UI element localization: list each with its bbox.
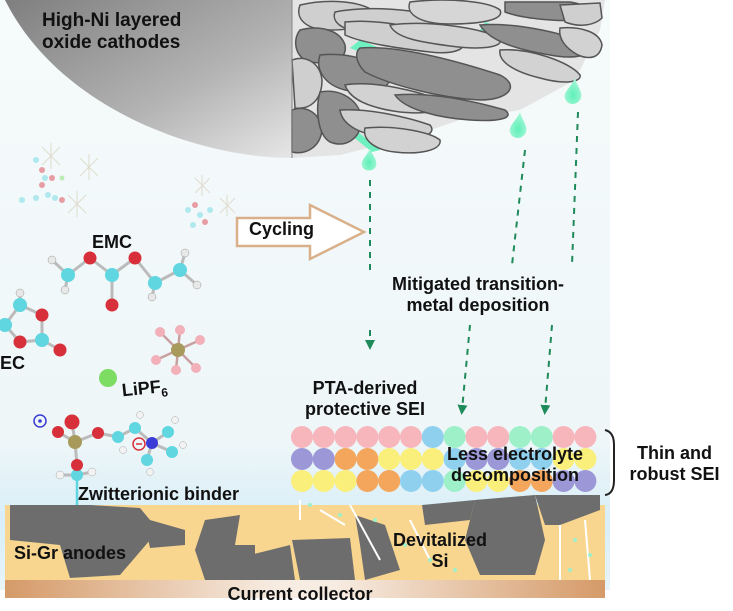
zwitterionic-binder-molecule xyxy=(33,411,187,505)
ec-label: EC xyxy=(0,353,26,373)
ec-molecule xyxy=(0,288,67,357)
sei-particle xyxy=(443,426,466,448)
tm-migration-arrows xyxy=(365,111,579,415)
cathode-label-line2: oxide cathodes xyxy=(42,31,181,53)
pta-sei-line1: PTA-derived xyxy=(312,378,418,398)
sei-particle xyxy=(509,470,531,492)
cathode-bulk xyxy=(5,0,292,158)
sei-particle xyxy=(552,426,575,448)
sei-particle xyxy=(334,470,357,492)
sei-particle xyxy=(509,448,531,470)
sei-particle xyxy=(312,426,335,448)
devitalized-line1: Devitalized xyxy=(392,530,488,550)
anode-label: Si-Gr anodes xyxy=(14,543,127,563)
sei-particle xyxy=(509,426,531,448)
thin-sei-line1: Thin and xyxy=(637,443,712,463)
sei-particle xyxy=(465,448,488,470)
sei-bracket xyxy=(604,429,615,496)
sei-particle xyxy=(487,426,510,448)
sei-particle xyxy=(487,448,510,470)
pta-sei-line2: protective SEI xyxy=(304,398,426,419)
sei-particle xyxy=(487,470,510,492)
sei-particle xyxy=(400,448,422,470)
sei-particle xyxy=(421,470,444,492)
positive-charge-icon xyxy=(132,437,146,451)
emc-molecule xyxy=(47,248,202,312)
negative-charge-icon xyxy=(33,414,47,428)
sei-particle xyxy=(421,448,444,470)
sei-particle xyxy=(291,470,313,492)
sei-particle xyxy=(421,426,444,448)
lipf6-text: LiPF xyxy=(120,376,162,401)
cycling-arrow-icon xyxy=(235,202,367,262)
sei-layer xyxy=(291,426,597,492)
current-collector xyxy=(5,580,605,598)
sei-particle xyxy=(530,448,553,470)
less-decomposition-line1: Less electrolyte xyxy=(446,444,584,464)
sei-particle xyxy=(291,426,313,448)
sei-particle xyxy=(356,470,379,492)
sei-particle xyxy=(465,470,488,492)
sei-particle xyxy=(378,470,401,492)
lithium-ion xyxy=(99,369,117,387)
sei-particle xyxy=(530,426,553,448)
less-decomposition-line2: decomposition xyxy=(450,464,579,485)
lipf6-subscript: 6 xyxy=(160,385,169,400)
emc-label: EMC xyxy=(92,232,132,252)
devitalized-si-label: Devitalized Si xyxy=(370,530,510,571)
sei-particle xyxy=(530,470,553,492)
sei-particle xyxy=(552,470,575,492)
droplet-icon xyxy=(564,78,582,104)
sei-particle xyxy=(312,470,335,492)
cathode-label: High-Ni layered oxide cathodes xyxy=(42,10,181,54)
sei-particle xyxy=(465,426,488,448)
anode-layer xyxy=(5,495,605,581)
sei-particle xyxy=(574,448,597,470)
lipf6-label: LiPF6 xyxy=(121,376,169,405)
tm-deposition-line1: Mitigated transition- xyxy=(392,274,564,294)
cathode-label-line1: High-Ni layered xyxy=(42,10,182,31)
sei-particle xyxy=(400,426,422,448)
cathode-particles xyxy=(291,0,605,158)
sei-particle xyxy=(443,448,466,470)
dashed-arrow xyxy=(511,149,526,266)
sei-particle xyxy=(552,448,575,470)
sei-particle xyxy=(356,426,379,448)
sei-particle xyxy=(334,448,357,470)
droplet-icon xyxy=(509,112,527,138)
dashed-arrow xyxy=(571,111,579,266)
thin-sei-label: Thin and robust SEI xyxy=(616,443,733,484)
sei-particle xyxy=(443,470,466,492)
tm-deposition-label: Mitigated transition- metal deposition xyxy=(358,274,598,315)
sei-particle xyxy=(312,448,335,470)
droplet-icon xyxy=(361,148,377,171)
tm-deposition-line2: metal deposition xyxy=(406,294,550,315)
sei-particle xyxy=(400,470,422,492)
faded-molecules xyxy=(19,143,236,228)
devitalized-line2: Si xyxy=(431,550,449,571)
pta-sei-label: PTA-derived protective SEI xyxy=(285,378,445,419)
lipf6-molecule xyxy=(99,325,205,387)
thin-sei-line2: robust SEI xyxy=(629,463,720,484)
dashed-arrow xyxy=(457,324,471,415)
binder-label: Zwitterionic binder xyxy=(78,484,240,504)
sei-particle xyxy=(574,470,597,492)
sei-particle xyxy=(574,426,597,448)
current-collector-label: Current collector xyxy=(227,584,373,604)
sei-particle xyxy=(291,448,313,470)
dashed-arrow xyxy=(540,324,553,415)
sei-particle xyxy=(334,426,357,448)
cycling-label: Cycling xyxy=(249,219,315,239)
sei-particle xyxy=(356,448,379,470)
electrolyte-droplets xyxy=(361,78,582,171)
sei-particle xyxy=(378,426,401,448)
less-decomposition-label: Less electrolyte decomposition xyxy=(420,444,610,485)
sei-particle xyxy=(378,448,401,470)
